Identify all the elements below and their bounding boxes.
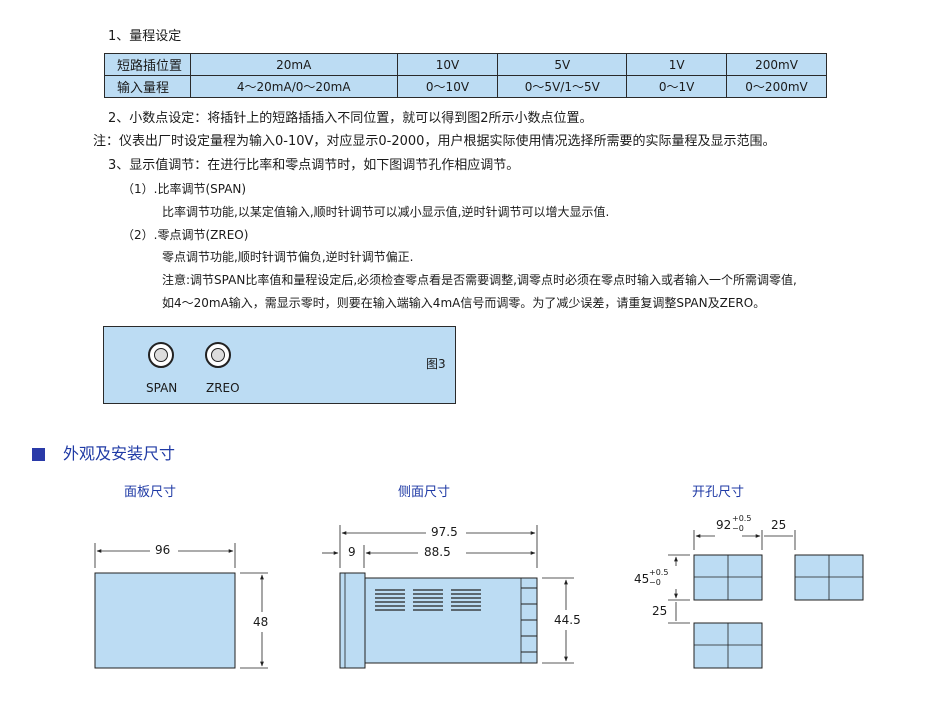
span-knob-icon <box>148 342 174 368</box>
table-cell: 10V <box>396 53 499 76</box>
table-row: 短路插位置 20mA 10V 5V 1V 200mV <box>104 53 827 76</box>
cutout-height-tol-minus: −0 <box>649 578 661 587</box>
table-row-label: 输入量程 <box>104 75 191 98</box>
table-row-label: 短路插位置 <box>104 53 191 76</box>
side-front-label: 9 <box>348 545 356 559</box>
table-cell: 0～10V <box>396 75 499 98</box>
table-cell: 4～20mA/0～20mA <box>189 75 398 98</box>
table-cell: 1V <box>626 53 728 76</box>
side-dim-title: 侧面尺寸 <box>398 485 451 500</box>
decimal-note: 注：仪表出厂时设定量程为输入0-10V，对应显示0-2000，用户根据实际使用情… <box>93 134 776 149</box>
span-label: SPAN <box>146 381 178 395</box>
span-title: （1）.比率调节(SPAN) <box>122 182 247 196</box>
cutout-width-tol-plus: +0.5 <box>732 514 752 523</box>
table-cell: 200mV <box>726 53 827 76</box>
range-table: 短路插位置 20mA 10V 5V 1V 200mV 输入量程 4～20mA/0… <box>104 53 827 98</box>
cutout-width-label: 92 <box>716 518 732 532</box>
panel-dim-title: 面板尺寸 <box>124 485 177 500</box>
zero-title: （2）.零点调节(ZREO) <box>122 228 249 242</box>
zero-note-1: 注意:调节SPAN比率值和量程设定后,必须检查零点看是否需要调整,调零点时必须在… <box>162 273 797 287</box>
zero-text: 零点调节功能,顺时针调节偏负,逆时针调节偏正. <box>162 250 414 264</box>
zero-note-2: 如4～20mA输入，需显示零时，则要在输入端输入4mA信号而调零。为了减少误差，… <box>162 296 766 310</box>
side-height-label: 44.5 <box>554 613 581 627</box>
table-cell: 0～200mV <box>726 75 827 98</box>
table-cell: 0～5V/1～5V <box>497 75 628 98</box>
cutout-height-tol-plus: +0.5 <box>649 568 669 577</box>
range-heading: 1、量程设定 <box>108 29 182 44</box>
panel-height-label: 48 <box>253 615 269 629</box>
section-marker-icon <box>32 448 45 461</box>
table-cell: 0～1V <box>626 75 728 98</box>
side-total-label: 97.5 <box>431 525 458 539</box>
section-title: 外观及安装尺寸 <box>63 444 176 463</box>
span-text: 比率调节功能,以某定值输入,顺时针调节可以减小显示值,逆时针调节可以增大显示值. <box>162 205 610 219</box>
cutout-dim-title: 开孔尺寸 <box>692 485 745 500</box>
zero-label: ZREO <box>206 381 240 395</box>
zero-knob-icon <box>205 342 231 368</box>
table-cell: 20mA <box>189 53 398 76</box>
cutout-gap-h-label: 25 <box>771 518 787 532</box>
table-row: 输入量程 4～20mA/0～20mA 0～10V 0～5V/1～5V 0～1V … <box>104 75 827 98</box>
cutout-width-tol-minus: −0 <box>732 524 744 533</box>
decimal-text: 2、小数点设定：将插针上的短路插插入不同位置，就可以得到图2所示小数点位置。 <box>108 111 593 126</box>
display-adjust-heading: 3、显示值调节：在进行比率和零点调节时，如下图调节孔作相应调节。 <box>108 158 520 173</box>
figure-caption: 图3 <box>426 357 446 371</box>
figure-3-panel: SPAN ZREO 图3 <box>103 326 456 404</box>
cutout-height-label: 45 <box>634 572 650 586</box>
cutout-gap-v-label: 25 <box>652 604 668 618</box>
side-body-label: 88.5 <box>424 545 451 559</box>
panel-width-label: 96 <box>155 543 171 557</box>
